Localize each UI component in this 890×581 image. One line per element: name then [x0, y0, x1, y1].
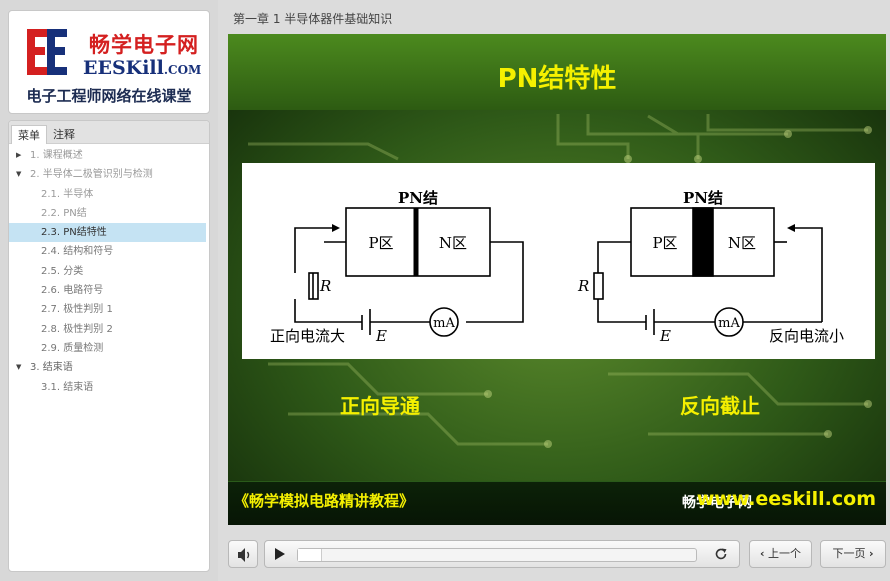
resistor-label-left: R — [319, 277, 331, 295]
slide-stage: PN结特性 — [228, 34, 886, 525]
menu-item-label: 2.9. 质量检测 — [41, 342, 104, 354]
menu-item-label: 2.8. 极性判别 2 — [41, 323, 113, 335]
p-region-label-left: P区 — [368, 234, 393, 252]
caret-down-icon[interactable]: ▼ — [16, 170, 22, 179]
reverse-bias-circuit — [597, 207, 823, 337]
menu-item[interactable]: ▶ 1. 课程概述 — [9, 146, 209, 165]
menu-item[interactable]: 2.4. 结构和符号 — [9, 242, 209, 261]
menu-item-label: 2. 半导体二极管识别与检测 — [30, 169, 153, 181]
play-button[interactable] — [273, 547, 287, 561]
menu-item[interactable]: 2.2. PN结 — [9, 204, 209, 223]
sidebar: 畅学电子网 EESKill.COM 电子工程师网络在线课堂 菜单 注释 ▶ 1. … — [0, 0, 218, 581]
menu-item[interactable]: 2.9. 质量检测 — [9, 339, 209, 358]
menu-item[interactable]: ▼ 3. 结束语 — [9, 358, 209, 377]
breadcrumb: 第一章 1 半导体器件基础知识 — [233, 12, 393, 26]
slide-footer: 《畅学模拟电路精讲教程》 畅学电子网 www.eeskill.com — [228, 481, 886, 525]
menu-item[interactable]: 3.1. 结束语 — [9, 378, 209, 397]
menu-item-label: 2.6. 电路符号 — [41, 285, 104, 297]
reverse-caption: 反向电流小 — [769, 327, 844, 345]
forward-state-label: 正向导通 — [340, 394, 420, 418]
progress-track[interactable] — [297, 548, 697, 562]
menu-item-label: 3. 结束语 — [30, 362, 73, 374]
p-region-label-right: P区 — [652, 234, 677, 252]
menu-item-label: 2.7. 极性判别 1 — [41, 304, 113, 316]
caret-right-icon[interactable]: ▶ — [16, 151, 22, 159]
forward-caption: 正向电流大 — [270, 327, 345, 345]
resistor-label-right: R — [577, 277, 589, 295]
play-icon — [275, 548, 285, 560]
menu-item[interactable]: 2.7. 极性判别 1 — [9, 300, 209, 319]
menu-item[interactable]: ▼ 2. 半导体二极管识别与检测 — [9, 165, 209, 184]
caret-down-icon[interactable]: ▼ — [16, 363, 22, 372]
menu-item-label: 2.2. PN结 — [41, 207, 87, 219]
junction-label-right: PN结 — [683, 189, 723, 207]
reverse-current-arrow-icon — [787, 224, 795, 232]
chevron-right-icon: › — [868, 547, 874, 560]
menu-item[interactable]: 2.1. 半导体 — [9, 185, 209, 204]
junction-label-left: PN结 — [398, 189, 438, 207]
logo-name-en-main: EESKill — [83, 57, 164, 79]
panel-tabs: 菜单 注释 — [9, 121, 209, 144]
speaker-icon — [238, 548, 250, 562]
logo-name-en-suffix: .COM — [163, 63, 202, 77]
menu-item-label: 2.5. 分类 — [41, 265, 84, 277]
menu-item-label: 2.4. 结构和符号 — [41, 246, 114, 258]
next-label: 下一页 — [832, 547, 866, 560]
meter-label-right: mA — [718, 316, 740, 331]
chevron-left-icon: ‹ — [759, 547, 765, 560]
menu-item-label: 2.3. PN结特性 — [41, 227, 107, 239]
menu-item-label: 2.1. 半导体 — [41, 188, 94, 200]
n-region-label-left: N区 — [439, 234, 467, 252]
menu-item-label: 1. 课程概述 — [30, 150, 83, 161]
logo: 畅学电子网 EESKill.COM 电子工程师网络在线课堂 — [8, 10, 210, 114]
previous-button[interactable]: ‹ 上一个 — [749, 540, 812, 568]
source-label-right: E — [659, 327, 671, 345]
reverse-state-label: 反向截止 — [680, 394, 760, 418]
tab-notes[interactable]: 注释 — [53, 128, 75, 141]
volume-button[interactable] — [228, 540, 258, 568]
logo-name-cn: 畅学电子网 — [89, 33, 199, 57]
menu-item[interactable]: 2.3. PN结特性 — [9, 223, 206, 243]
replay-button[interactable] — [713, 546, 729, 562]
menu-item-label: 3.1. 结束语 — [41, 381, 94, 393]
course-title: 《畅学模拟电路精讲教程》 — [234, 492, 415, 510]
menu-tree: ▶ 1. 课程概述 ▼ 2. 半导体二极管识别与检测 2.1. 半导体 2.2. PN结 2… — [9, 144, 209, 397]
menu-item[interactable]: 2.6. 电路符号 — [9, 281, 209, 300]
brand-name: 畅学电子网 — [682, 495, 752, 511]
n-region-label-right: N区 — [728, 234, 756, 252]
pn-junction-diagram: PN结 P区 N区 R E mA 正向电流大 PN结 P区 N区 R E mA … — [242, 163, 875, 359]
meter-label-left: mA — [433, 316, 455, 331]
menu-item[interactable]: 2.8. 极性判别 2 — [9, 320, 209, 339]
replay-icon — [715, 548, 727, 560]
progress-fill — [298, 549, 322, 561]
logo-name-en: EESKill.COM — [83, 57, 201, 79]
playback-bar — [264, 540, 740, 568]
site-url: www.eeskill.com — [696, 488, 876, 510]
forward-current-arrow-icon — [332, 224, 340, 232]
forward-bias-circuit — [294, 207, 524, 337]
slide-title: PN结特性 — [497, 64, 617, 94]
menu-item[interactable]: 2.5. 分类 — [9, 262, 209, 281]
previous-label: 上一个 — [768, 547, 802, 560]
logo-tagline: 电子工程师网络在线课堂 — [26, 87, 192, 105]
source-label-left: E — [375, 327, 387, 345]
tab-menu[interactable]: 菜单 — [11, 125, 47, 144]
logo-mark-icon — [27, 29, 67, 75]
menu-panel: 菜单 注释 ▶ 1. 课程概述 ▼ 2. 半导体二极管识别与检测 2.1. 半导体 2.2… — [8, 120, 210, 572]
next-button[interactable]: 下一页 › — [820, 540, 886, 568]
